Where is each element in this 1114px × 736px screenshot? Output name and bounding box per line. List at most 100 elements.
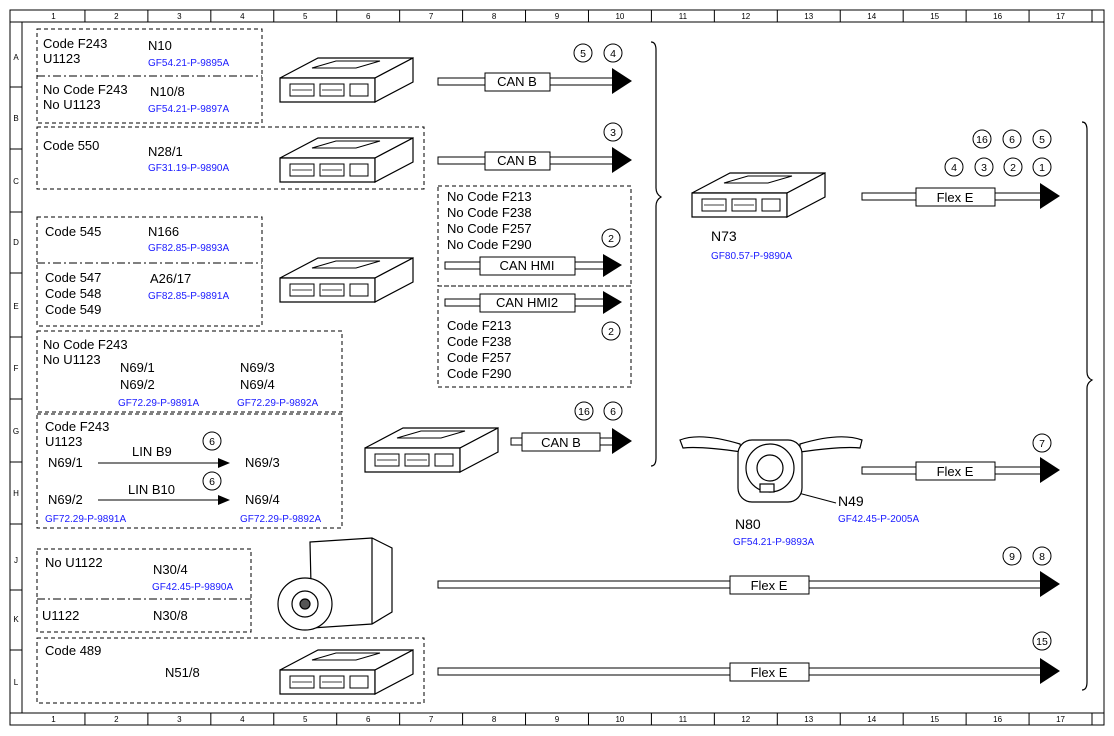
hmi-bot-cond-2: Code F238 <box>447 334 511 349</box>
can-b-a-label: CAN B <box>497 74 537 89</box>
can-b-a-ref-circle-1 <box>573 43 593 63</box>
n28-cond: Code 550 <box>43 138 99 153</box>
col-label-top-2: 2 <box>114 12 119 21</box>
can-hmi2-ref-circle <box>601 321 621 341</box>
lin-b10-arrowhead <box>218 495 230 505</box>
bus-can-b-a: CAN B 5 4 <box>437 43 632 94</box>
n80-ref-circle-7 <box>1032 433 1052 453</box>
can-hmi2-ref: 2 <box>608 326 614 338</box>
can-b-b-arrowhead <box>612 147 632 173</box>
col-label-bottom-1: 1 <box>51 715 56 724</box>
can-b-g-ref-1: 16 <box>578 406 590 418</box>
row-label-F: F <box>14 364 19 373</box>
ecu-n51-illustration <box>279 649 414 695</box>
n73-ref-circle-5 <box>1032 129 1052 149</box>
flex-e-l-label: Flex E <box>751 665 788 680</box>
lin-b10-to: N69/4 <box>245 492 280 507</box>
n30-4-cond: No U1122 <box>45 555 103 570</box>
ecu-n28-illustration <box>279 137 414 183</box>
col-label-top-10: 10 <box>615 12 624 21</box>
steering-column-module-illustration <box>679 436 863 503</box>
n73-ref-16: 16 <box>976 134 988 146</box>
n73-ref-circle-3 <box>974 157 994 177</box>
can-hmi2-arrowhead <box>603 291 622 314</box>
n30-8-cond: U1122 <box>42 608 79 623</box>
col-label-top-16: 16 <box>993 12 1002 21</box>
col-label-bottom-8: 8 <box>492 715 497 724</box>
group-n166-box <box>36 216 263 327</box>
n10-cond-1: Code F243 <box>43 36 107 51</box>
col-label-bottom-15: 15 <box>930 715 939 724</box>
col-label-bottom-9: 9 <box>555 715 560 724</box>
ecu-d-illustration <box>279 257 414 303</box>
n51-cond: Code 489 <box>45 643 101 658</box>
col-label-bottom-12: 12 <box>741 715 750 724</box>
hmi-top-cond-4: No Code F290 <box>447 237 532 252</box>
col-label-top-13: 13 <box>804 12 813 21</box>
n73-ref-5: 5 <box>1039 134 1045 146</box>
flex-e-n73-label-box <box>915 187 996 207</box>
can-b-g-ref-2: 6 <box>610 406 616 418</box>
n69-no-cond-2: No U1123 <box>43 352 101 367</box>
row-label-K: K <box>13 615 19 624</box>
hmi-bot-cond-1: Code F213 <box>447 318 511 333</box>
l-ref-circle-15 <box>1032 631 1052 651</box>
n49-id: N49 <box>838 493 864 509</box>
can-b-g-ref-circle-1 <box>574 401 594 421</box>
n73-ref-circle-16 <box>972 129 992 149</box>
n73-id: N73 <box>711 228 737 244</box>
flex-e-n80-arrowhead <box>1040 457 1060 483</box>
can-b-g-label-box <box>521 432 601 452</box>
n69-lin-ref-2: GF72.29-P-9892A <box>240 514 321 525</box>
bus-flex-e-n73: Flex E 16 6 5 4 3 2 1 <box>861 129 1060 209</box>
hmi-bot-cond-4: Code F290 <box>447 366 511 381</box>
n73-ref-2: 2 <box>1010 162 1016 174</box>
lin-b9-ref-circle <box>202 431 222 451</box>
row-label-L: L <box>14 678 19 687</box>
n30-8-id: N30/8 <box>153 608 188 623</box>
col-label-bottom-14: 14 <box>867 715 876 724</box>
can-b-a-ref-2: 4 <box>610 48 616 60</box>
j-ref-circle-9 <box>1002 546 1022 566</box>
n69-no-cond-1: No Code F243 <box>43 337 128 352</box>
row-label-H: H <box>13 489 19 498</box>
hmi-top-cond-2: No Code F238 <box>447 205 532 220</box>
can-hmi-ref: 2 <box>608 233 614 245</box>
can-b-a-arrowhead <box>612 68 632 94</box>
n28-id: N28/1 <box>148 144 183 159</box>
can-b-g-label: CAN B <box>541 435 581 450</box>
n80-id: N80 <box>735 516 761 532</box>
n69-4-id: N69/4 <box>240 377 275 392</box>
n69-ref-1: GF72.29-P-9891A <box>118 398 199 409</box>
col-label-bottom-13: 13 <box>804 715 813 724</box>
lin-b10-ref-circle <box>202 471 222 491</box>
bus-flex-e-l: Flex E 15 <box>437 631 1060 684</box>
col-label-top-8: 8 <box>492 12 497 21</box>
col-label-bottom-2: 2 <box>114 715 119 724</box>
n73-ref-6: 6 <box>1009 134 1015 146</box>
flex-e-n73-arrowhead <box>1040 183 1060 209</box>
l-ref-15: 15 <box>1036 636 1048 648</box>
can-b-a-ref-1: 5 <box>580 48 586 60</box>
n69-ref-2: GF72.29-P-9892A <box>237 398 318 409</box>
can-b-b-ref-circle <box>603 122 623 142</box>
n80-ref: GF54.21-P-9893A <box>733 537 814 548</box>
col-label-top-14: 14 <box>867 12 876 21</box>
lin-b9-arrowhead <box>218 458 230 468</box>
can-b-a-label-box <box>484 72 551 92</box>
a26-cond-3: Code 549 <box>45 302 101 317</box>
a26-cond-2: Code 548 <box>45 286 101 301</box>
flex-e-j-label: Flex E <box>751 578 788 593</box>
n73-ref-1: 1 <box>1039 162 1045 174</box>
flex-e-n80-label-box <box>915 461 996 481</box>
row-label-J: J <box>14 556 18 565</box>
brace-right <box>1081 121 1094 691</box>
col-label-top-12: 12 <box>741 12 750 21</box>
n73-ref-circle-4 <box>944 157 964 177</box>
n10-8-cond-2: No U1123 <box>43 97 101 112</box>
can-hmi-arrowhead <box>603 254 622 277</box>
group-n30-box <box>36 548 252 633</box>
can-hmi-label: CAN HMI <box>500 258 555 273</box>
n10-ref: GF54.21-P-9895A <box>148 58 229 69</box>
